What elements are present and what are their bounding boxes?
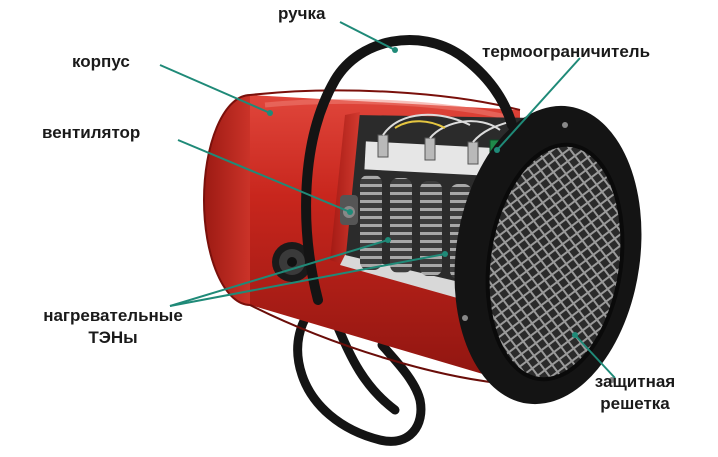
label-heaters: нагревательные ТЭНы (18, 306, 208, 348)
label-fan: вентилятор (42, 123, 141, 142)
label-housing: корпус (72, 52, 130, 71)
leader-thermostat (496, 57, 581, 151)
label-grille-line1: защитная (594, 372, 676, 391)
leader-heaters-b (169, 253, 446, 307)
leader-heaters-a (169, 239, 389, 307)
label-heaters-line2: ТЭНы (88, 328, 138, 347)
front-grille (454, 105, 642, 405)
leader-handle (339, 21, 396, 51)
label-handle: ручка (278, 4, 326, 23)
label-thermostat: термоограничитель (482, 42, 651, 61)
label-grille-line2: решетка (600, 394, 670, 413)
handle (301, 34, 517, 305)
leader-lines (159, 21, 616, 379)
leader-fan (177, 139, 351, 213)
leader-housing (159, 64, 271, 114)
leader-grille (574, 334, 616, 379)
label-grille: защитная решетка (560, 372, 710, 414)
label-heaters-line1: нагревательные (43, 306, 183, 325)
